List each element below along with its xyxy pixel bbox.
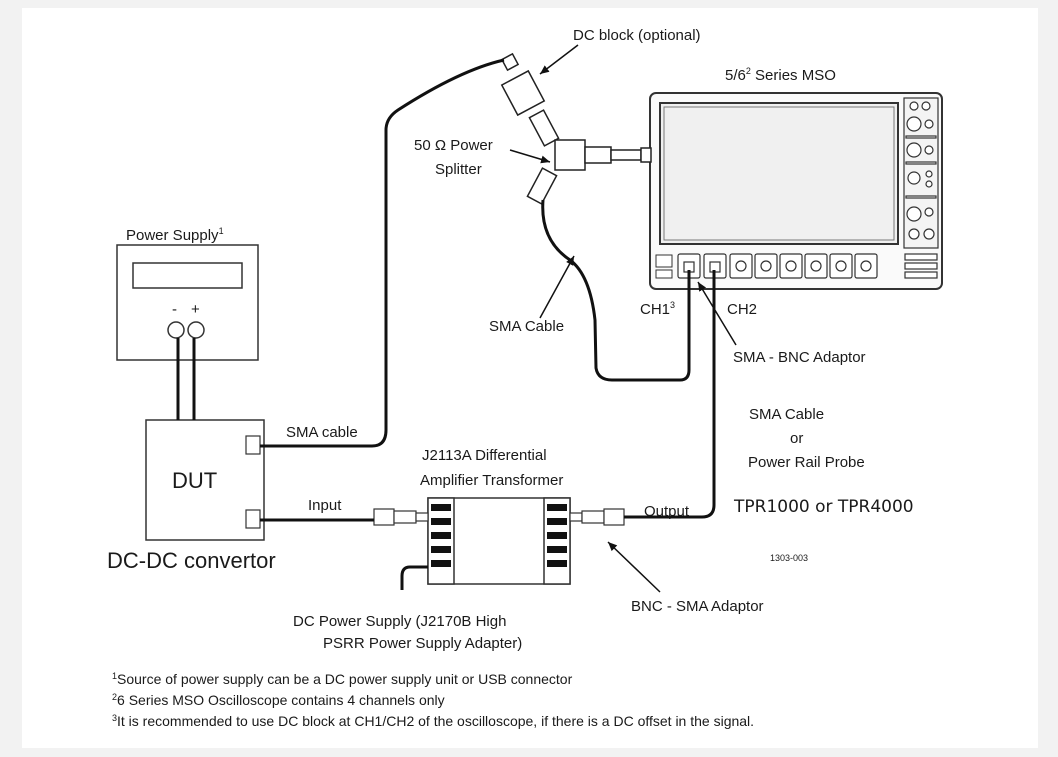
dc-block [500,52,546,117]
bnc-sma-adaptor-label: BNC - SMA Adaptor [631,598,764,615]
dc-power-supply-label-line1: DC Power Supply (J2170B High [293,613,506,630]
scope-control-panel [903,97,939,249]
dc-block-label: DC block (optional) [573,27,701,44]
power-supply-display [132,262,243,289]
splitter-label-line1: 50 Ω Power [414,137,493,154]
dc-power-cable [400,565,428,590]
right-label-line3: Power Rail Probe [748,454,865,471]
footnotes: 1Source of power supply can be a DC powe… [112,671,754,729]
splitter-label-line2: Splitter [435,161,482,178]
power-supply-label: Power Supply1 [126,226,224,244]
transformer-label-line1: J2113A Differential [422,447,547,464]
power-supply [116,244,259,361]
ps-plus-terminal [187,321,205,339]
ps-minus-label: - [172,301,177,318]
right-label-line1: SMA Cable [749,406,824,423]
ps-minus-terminal [167,321,185,339]
ps-plus-label: + [191,301,200,318]
sma-cable-ch1 [541,199,691,382]
callout-arrows [509,44,737,593]
oscilloscope [649,92,943,290]
figure-id-label: 1303-003 [770,553,808,563]
footnote-1: 1Source of power supply can be a DC powe… [112,671,573,687]
ch2-label: CH2 [727,301,757,318]
transformer-label-line2: Amplifier Transformer [420,472,563,489]
scope-screen [659,102,899,245]
cables [176,58,716,590]
right-label-line2: or [790,430,803,447]
output-cable [624,270,716,519]
output-label: Output [644,503,690,520]
ch1-label: CH13 [640,300,675,318]
sma-cable-upper-label: SMA Cable [489,318,564,335]
sma-cable-dut [260,58,505,448]
scope-channel-inputs [677,253,938,279]
sma-cable-lower-label: SMA cable [286,424,358,441]
input-label: Input [308,497,342,514]
dut-label: DUT [172,468,217,493]
j2113a-transformer [373,497,625,585]
probe-models-label: TPR1000 or TPR4000 [733,497,914,517]
dc-power-supply-label-line2: PSRR Power Supply Adapter) [323,635,522,652]
power-splitter [526,109,652,205]
sma-bnc-adaptor-label: SMA - BNC Adaptor [733,349,866,366]
mso-label: 5/62 Series MSO [725,66,836,84]
footnote-3: 3It is recommended to use DC block at CH… [112,713,754,729]
footnote-2: 26 Series MSO Oscilloscope contains 4 ch… [112,692,445,708]
dcdc-label: DC-DC convertor [107,548,276,573]
dut-box [145,419,265,541]
